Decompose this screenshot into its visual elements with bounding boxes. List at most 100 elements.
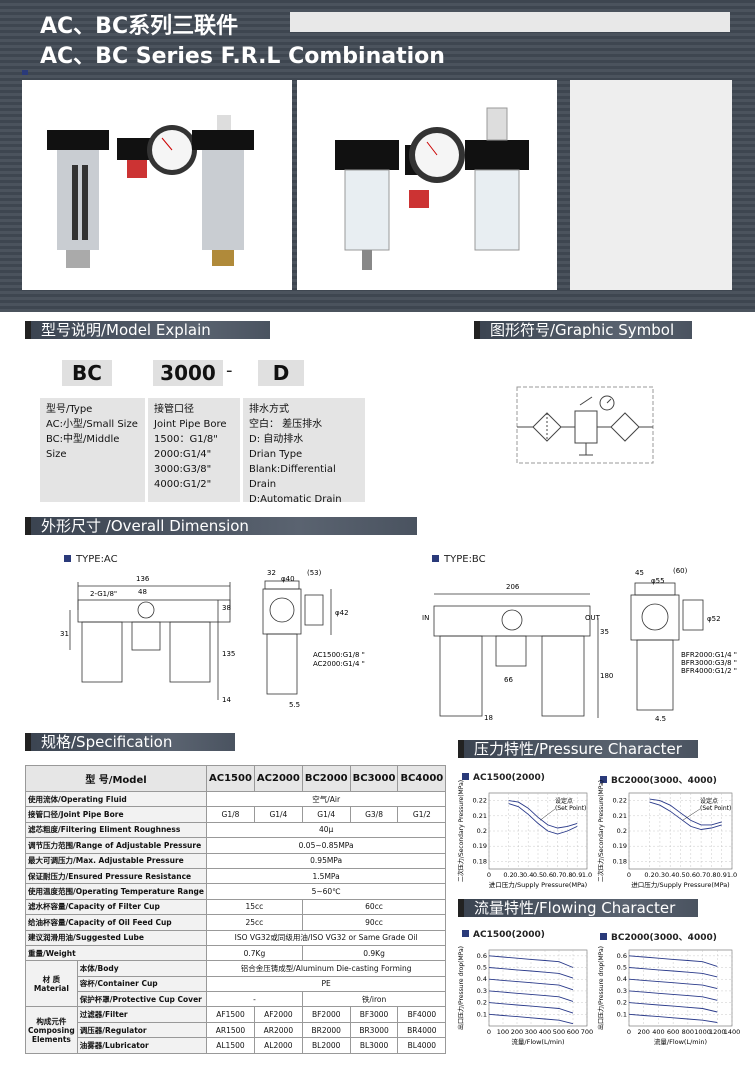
model-code-bc: BC xyxy=(62,360,112,386)
table-cell: 0.05~0.85MPa xyxy=(205,837,447,854)
x-tick-label: 0.6 xyxy=(686,871,696,879)
dim-label: φ52 xyxy=(707,615,721,623)
y-tick-label: 0.2 xyxy=(477,999,487,1007)
header-banner: AC、BC系列三联件 AC、BC Series F.R.L Combinatio… xyxy=(0,0,755,312)
dim-label: BFR4000:G1/2 " xyxy=(681,667,737,675)
x-axis-label: 流量/Flow(L/min) xyxy=(511,1037,564,1046)
row-label: 保证耐压力/Ensured Pressure Resistance xyxy=(25,867,207,885)
x-tick-label: 800 xyxy=(682,1028,694,1036)
explain-text: BC:中型/Middle Size xyxy=(46,434,120,460)
dim-label: 14 xyxy=(222,696,231,704)
frl-unit-ac-image xyxy=(47,115,254,268)
dimension-drawing-ac-front: 136 48 2-G1/8" 38 31 135 14 xyxy=(60,575,235,704)
table-cell: 铝合金压铸成型/Aluminum Die-casting Forming xyxy=(205,960,447,977)
table-cell: BR2000 xyxy=(301,1021,351,1039)
table-cell: BF3000 xyxy=(349,1006,399,1023)
y-axis-label: 出口压力/Pressure drop(MPa) xyxy=(457,946,465,1030)
dim-label: 5.5 xyxy=(289,701,300,709)
table-cell: - xyxy=(206,991,303,1008)
x-tick-label: 0.3 xyxy=(655,871,665,879)
x-tick-label: 0.4 xyxy=(523,871,533,879)
series-line xyxy=(628,1002,718,1013)
x-tick-label: 1.0 xyxy=(727,871,737,879)
set-point-label: (Set Point) xyxy=(555,805,586,812)
table-cell: G3/8 xyxy=(349,806,399,823)
table-cell: 5~60℃ xyxy=(205,883,447,900)
series-line xyxy=(628,1013,718,1023)
table-cell: AR1500 xyxy=(206,1021,255,1039)
bullet-square xyxy=(22,70,28,75)
row-label: 本体/Body xyxy=(76,960,208,977)
table-cell: BR3000 xyxy=(349,1021,399,1039)
table-cell: 0.7Kg xyxy=(206,944,303,962)
table-cell: 60cc xyxy=(301,898,447,916)
x-tick-label: 0.8 xyxy=(706,871,716,879)
x-tick-label: 0.6 xyxy=(543,871,553,879)
x-tick-label: 0.8 xyxy=(562,871,572,879)
section-overall-dimension: 外形尺寸 /Overall Dimension xyxy=(25,517,417,535)
dim-label: 2-G1/8" xyxy=(90,590,117,598)
type-bc-label: TYPE:BC xyxy=(432,554,486,565)
series-line xyxy=(628,978,718,990)
row-label: 滤芯粗度/Filtering Eliment Roughness xyxy=(25,821,207,839)
product-photo-ac xyxy=(22,80,292,290)
table-cell: 15cc xyxy=(206,898,303,916)
dim-label: 45 xyxy=(635,569,644,577)
table-row: 保护杯罩/Protective Cup Cover-铁/iron xyxy=(26,991,447,1008)
table-cell: BL2000 xyxy=(301,1037,351,1054)
series-line xyxy=(508,800,578,829)
explain-text: 1500：G1/8" xyxy=(154,434,218,445)
dim-label: 206 xyxy=(506,583,520,591)
dim-label: 135 xyxy=(222,650,235,658)
table-cell: 0.95MPa xyxy=(205,852,447,869)
x-tick-label: 0.5 xyxy=(533,871,543,879)
table-cell: PE xyxy=(205,975,447,993)
explain-text: 型号/Type xyxy=(46,404,93,415)
row-label: 滤水杯容量/Capacity of Filter Cup xyxy=(25,898,207,916)
x-axis-label: 流量/Flow(L/min) xyxy=(654,1037,707,1046)
title-bar xyxy=(290,12,730,32)
dim-label: 180 xyxy=(600,672,613,680)
dimension-drawing-bc-side: 45 (60) φ55 φ52 BFR2000:G1/4 " BFR3000:G… xyxy=(630,567,737,723)
flow-chart-title-bc: BC2000(3000、4000) xyxy=(600,930,717,943)
table-cell: 铁/iron xyxy=(301,991,447,1008)
table-cell: G1/4 xyxy=(253,806,303,823)
series-line xyxy=(508,803,578,835)
pressure-chart-title-ac: AC1500(2000) xyxy=(462,773,545,783)
x-tick-label: 400 xyxy=(652,1028,664,1036)
row-label: 接管口径/Joint Pipe Bore xyxy=(25,806,207,823)
section-flowing-character: 流量特性/Flowing Character xyxy=(458,899,698,917)
table-header: BC3000 xyxy=(349,765,399,792)
table-header: AC2000 xyxy=(253,765,303,792)
y-tick-label: 0.22 xyxy=(473,797,487,805)
table-cell: 40μ xyxy=(205,821,447,839)
x-tick-label: 400 xyxy=(539,1028,551,1036)
table-cell: BL4000 xyxy=(397,1037,447,1054)
table-cell: AL1500 xyxy=(206,1037,255,1054)
plot-frame xyxy=(488,949,588,1027)
x-tick-label: 0 xyxy=(487,871,491,879)
set-point-label: 设定点 xyxy=(555,797,573,805)
row-label: 过滤器/Filter xyxy=(76,1006,208,1023)
explain-text: 接管口径 xyxy=(154,404,194,415)
dim-label: 38 xyxy=(222,604,231,612)
dim-label: 32 xyxy=(267,569,276,577)
y-tick-label: 0.6 xyxy=(617,952,627,960)
series-line xyxy=(628,967,718,978)
dim-label: 48 xyxy=(138,588,147,596)
x-tick-label: 1000 xyxy=(694,1028,711,1036)
series-line xyxy=(649,801,722,830)
group-label-text: 构成元件 xyxy=(36,1016,67,1026)
table-header: BC4000 xyxy=(397,765,447,792)
row-label: 调节压力范围/Range of Adjustable Pressure xyxy=(25,837,207,854)
